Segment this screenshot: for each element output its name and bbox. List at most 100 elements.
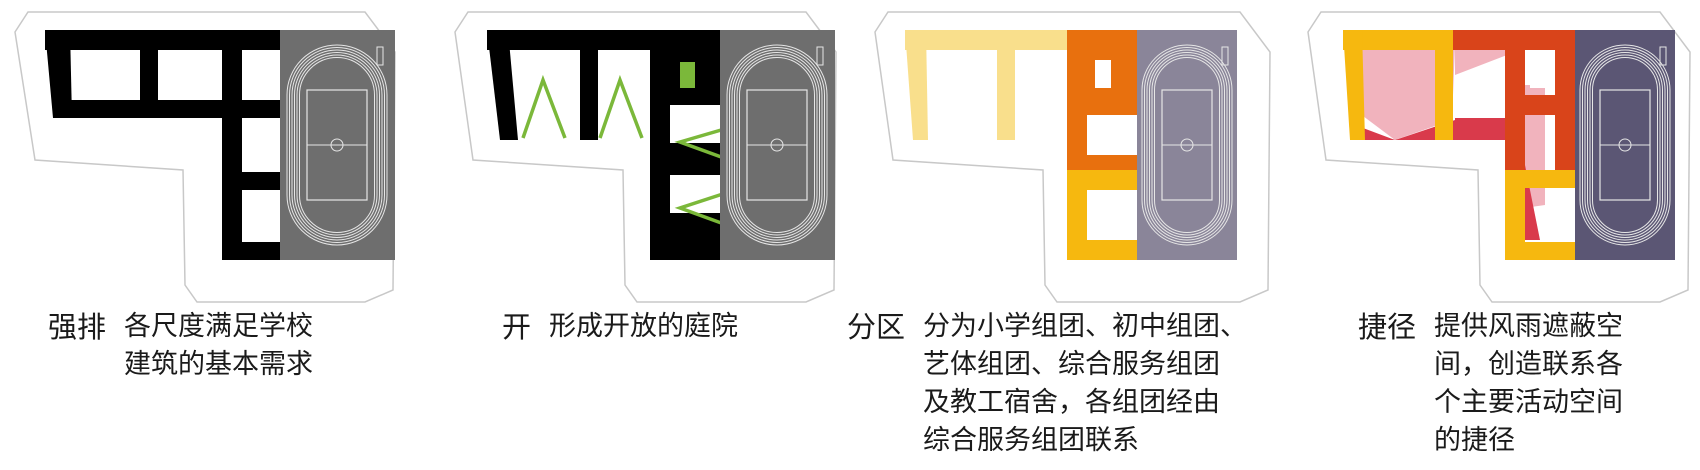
track-lane <box>1584 49 1666 241</box>
west-leg <box>45 30 72 118</box>
track-lane <box>291 49 383 241</box>
track-lane <box>294 52 380 238</box>
caption-description: 形成开放的庭院 <box>549 308 738 346</box>
caption-line: 及教工宿舍，各组团经由 <box>923 387 1221 418</box>
yellow-court <box>1087 190 1137 240</box>
straightaway-marker <box>376 46 384 66</box>
frame-north <box>1343 30 1453 50</box>
running-track <box>1141 44 1233 246</box>
caption-line: 建筑的基本需求 <box>124 349 314 380</box>
caption-line: 分为小学组团、初中组团、 <box>923 311 1248 342</box>
track-lane <box>1582 47 1668 243</box>
pale-middle-leg <box>997 30 1015 140</box>
straightaway-marker <box>1221 46 1229 66</box>
caption-line: 各尺度满足学校 <box>124 311 314 342</box>
primary-school-group <box>905 30 1067 140</box>
track-lane <box>296 54 378 236</box>
caption-4: 捷径 提供风雨遮蔽空 间，创造联系各 个主要活动空间 的捷径 <box>1358 308 1623 460</box>
frame-east <box>1435 30 1453 140</box>
caption-title: 分区 <box>847 310 906 344</box>
arrow-up-2 <box>598 74 644 139</box>
wing-crossbar <box>222 172 280 190</box>
middle-leg <box>140 30 158 118</box>
caption-line: 提供风雨遮蔽空 <box>1434 311 1624 342</box>
caption-line: 的捷径 <box>1434 425 1516 456</box>
panel-3-diagram <box>874 11 1271 303</box>
sports-field <box>1137 30 1237 260</box>
caption-description: 提供风雨遮蔽空 间，创造联系各 个主要活动空间 的捷径 <box>1434 308 1623 460</box>
track-lane <box>734 52 820 238</box>
caption-title: 开 <box>502 310 532 344</box>
caption-3: 分区 分为小学组团、初中组团、 艺体组团、综合服务组团 及教工宿舍，各组团经由 … <box>847 308 1247 460</box>
caption-1: 强排 各尺度满足学校 建筑的基本需求 <box>48 308 313 384</box>
sports-field <box>280 30 395 260</box>
arrow-right-1 <box>674 124 736 164</box>
lower-frame-bottom <box>1505 242 1575 260</box>
track-lane <box>299 57 375 233</box>
center-circle <box>1180 138 1194 152</box>
caption-line: 综合服务组团联系 <box>923 425 1140 456</box>
middle-school-group <box>1067 30 1137 170</box>
sports-field <box>1575 30 1675 260</box>
south-bar-west <box>53 100 280 118</box>
running-track <box>726 44 828 246</box>
panel-4-diagram <box>1307 11 1691 303</box>
caption-line: 艺体组团、综合服务组团 <box>923 349 1221 380</box>
panel-2-diagram <box>454 11 837 303</box>
building-blocks <box>45 30 280 260</box>
crimson-shortcut-1 <box>1355 120 1455 140</box>
center-circle <box>770 138 784 152</box>
pink-triangle <box>1455 50 1520 75</box>
orange-window <box>1095 60 1111 88</box>
track-lane <box>1146 49 1228 241</box>
track-lane <box>1141 44 1233 246</box>
pale-west-leg <box>905 30 928 140</box>
north-bar <box>45 30 280 50</box>
caption-line: 间，创造联系各 <box>1434 349 1624 380</box>
ro-window <box>1530 60 1546 88</box>
track-lane <box>739 57 815 233</box>
straightaway-marker <box>1659 46 1667 66</box>
center-circle <box>330 138 344 152</box>
caption-description: 各尺度满足学校 建筑的基本需求 <box>124 308 313 384</box>
wing-leg <box>222 30 242 260</box>
site-outline <box>1307 11 1691 303</box>
orange-court <box>1087 115 1137 155</box>
track-lane <box>729 47 825 243</box>
track-lane <box>1589 54 1661 236</box>
middle-leg <box>580 30 598 140</box>
opening-arrows <box>521 74 736 230</box>
panel-1-diagram <box>14 11 396 303</box>
track-lane <box>286 44 388 246</box>
track-lane <box>1587 52 1663 238</box>
track-lane <box>289 47 385 243</box>
ro-spine <box>1505 30 1525 170</box>
arrow-up-1 <box>521 74 567 139</box>
lower-frame-left <box>1505 170 1525 260</box>
sports-field <box>720 30 835 260</box>
courtyard-cut-2 <box>670 175 720 213</box>
site-outline <box>454 11 837 303</box>
pale-north-bar <box>905 30 1067 50</box>
running-track <box>1579 44 1671 246</box>
caption-line: 形成开放的庭院 <box>549 311 739 342</box>
red-orange-block <box>1453 30 1575 170</box>
pink-fill-west <box>1350 45 1455 140</box>
yellow-frames <box>1343 30 1575 260</box>
track-lane <box>736 54 818 236</box>
ro-east <box>1555 30 1575 170</box>
ro-mid <box>1525 95 1555 115</box>
center-circle <box>1618 138 1632 152</box>
arrow-right-2 <box>674 188 736 230</box>
site-outline <box>874 11 1271 303</box>
straightaway-marker <box>816 46 824 66</box>
track-lane <box>1592 57 1658 233</box>
building-blocks <box>487 30 720 260</box>
track-lane <box>731 49 823 241</box>
caption-description: 分为小学组团、初中组团、 艺体组团、综合服务组团 及教工宿舍，各组团经由 综合服… <box>923 308 1247 460</box>
track-lane <box>726 44 828 246</box>
track-lane <box>1154 57 1220 233</box>
track-lane <box>1579 44 1671 246</box>
crimson-shortcut-2 <box>1455 118 1505 140</box>
west-leg <box>487 30 518 140</box>
